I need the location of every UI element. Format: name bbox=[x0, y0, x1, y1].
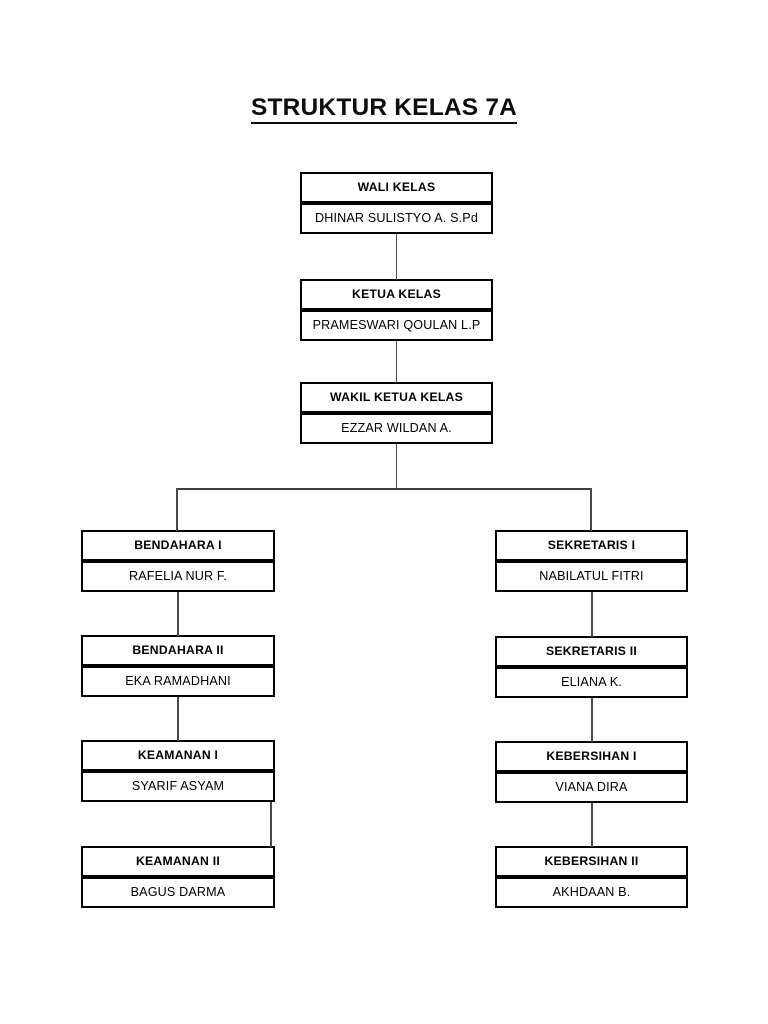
node-person-name: EKA RAMADHANI bbox=[81, 665, 275, 697]
node-role-label: SEKRETARIS I bbox=[495, 530, 688, 561]
connector-split-right-drop bbox=[590, 488, 592, 531]
page-title: STRUKTUR KELAS 7A bbox=[0, 94, 768, 124]
node-role-label: KEBERSIHAN II bbox=[495, 846, 688, 877]
node-person-name: PRAMESWARI QOULAN L.P bbox=[300, 309, 493, 341]
node-ketua-kelas[interactable]: KETUA KELAS PRAMESWARI QOULAN L.P bbox=[300, 279, 493, 341]
node-sekretaris-2[interactable]: SEKRETARIS II ELIANA K. bbox=[495, 636, 688, 698]
node-role-label: WAKIL KETUA KELAS bbox=[300, 382, 493, 413]
connector-kebersihan1-to-kebersihan2 bbox=[591, 803, 593, 847]
connector-split-left-drop bbox=[176, 488, 178, 531]
node-kebersihan-2[interactable]: KEBERSIHAN II AKHDAAN B. bbox=[495, 846, 688, 908]
connector-ketua-to-wakil bbox=[395, 341, 398, 383]
node-bendahara-1[interactable]: BENDAHARA I RAFELIA NUR F. bbox=[81, 530, 275, 592]
node-role-label: KEAMANAN II bbox=[81, 846, 275, 877]
node-role-label: BENDAHARA II bbox=[81, 635, 275, 666]
node-role-label: KETUA KELAS bbox=[300, 279, 493, 310]
connector-split-bar bbox=[176, 488, 592, 490]
connector-bendahara1-to-bendahara2 bbox=[177, 592, 179, 636]
node-keamanan-2[interactable]: KEAMANAN II BAGUS DARMA bbox=[81, 846, 275, 908]
connector-sekretaris1-to-sekretaris2 bbox=[591, 592, 593, 637]
node-kebersihan-1[interactable]: KEBERSIHAN I VIANA DIRA bbox=[495, 741, 688, 803]
page-title-text: STRUKTUR KELAS 7A bbox=[250, 94, 518, 124]
node-keamanan-1[interactable]: KEAMANAN I SYARIF ASYAM bbox=[81, 740, 275, 802]
node-role-label: BENDAHARA I bbox=[81, 530, 275, 561]
node-person-name: BAGUS DARMA bbox=[81, 876, 275, 908]
node-role-label: WALI KELAS bbox=[300, 172, 493, 203]
node-person-name: NABILATUL FITRI bbox=[495, 560, 688, 592]
node-role-label: SEKRETARIS II bbox=[495, 636, 688, 667]
node-person-name: VIANA DIRA bbox=[495, 771, 688, 803]
node-person-name: DHINAR SULISTYO A. S.Pd bbox=[300, 202, 493, 234]
connector-sekretaris2-to-kebersihan1 bbox=[591, 698, 593, 742]
node-role-label: KEBERSIHAN I bbox=[495, 741, 688, 772]
connector-wali-to-ketua bbox=[395, 234, 398, 280]
node-role-label: KEAMANAN I bbox=[81, 740, 275, 771]
node-person-name: ELIANA K. bbox=[495, 666, 688, 698]
connector-keamanan1-to-keamanan2 bbox=[270, 802, 272, 847]
node-sekretaris-1[interactable]: SEKRETARIS I NABILATUL FITRI bbox=[495, 530, 688, 592]
node-person-name: SYARIF ASYAM bbox=[81, 770, 275, 802]
node-wali-kelas[interactable]: WALI KELAS DHINAR SULISTYO A. S.Pd bbox=[300, 172, 493, 234]
connector-wakil-stem bbox=[395, 444, 398, 489]
node-person-name: AKHDAAN B. bbox=[495, 876, 688, 908]
node-wakil-ketua-kelas[interactable]: WAKIL KETUA KELAS EZZAR WILDAN A. bbox=[300, 382, 493, 444]
node-person-name: RAFELIA NUR F. bbox=[81, 560, 275, 592]
connector-bendahara2-to-keamanan1 bbox=[177, 697, 179, 741]
node-person-name: EZZAR WILDAN A. bbox=[300, 412, 493, 444]
node-bendahara-2[interactable]: BENDAHARA II EKA RAMADHANI bbox=[81, 635, 275, 697]
